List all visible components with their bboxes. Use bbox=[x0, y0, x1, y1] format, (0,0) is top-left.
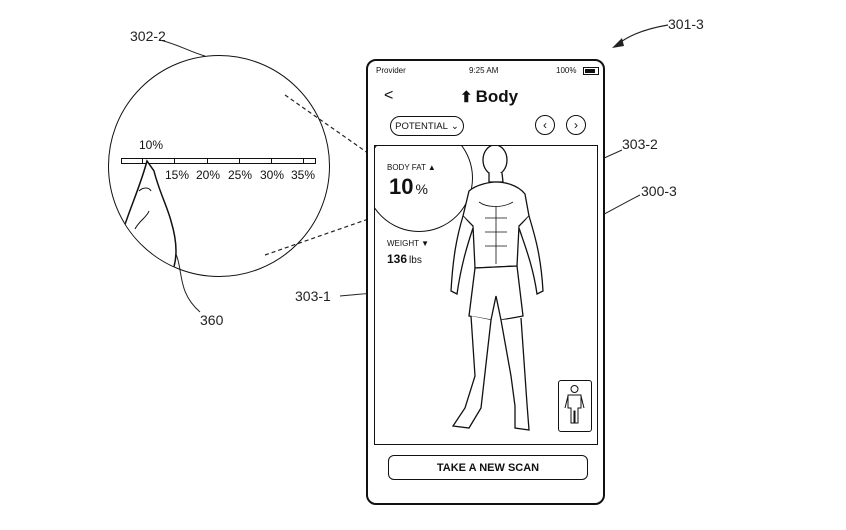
battery-percent: 100% bbox=[556, 66, 577, 75]
ref-301-3: 301-3 bbox=[668, 16, 704, 32]
ref-302-2: 302-2 bbox=[130, 28, 166, 44]
finger-icon bbox=[117, 159, 177, 276]
potential-dropdown[interactable]: POTENTIAL ⌄ bbox=[390, 116, 464, 136]
slider-tick-label: 20% bbox=[196, 168, 221, 182]
body-fat-value: 10% bbox=[389, 174, 428, 199]
body-thumbnail-icon bbox=[564, 385, 585, 424]
chevron-left-icon: ‹ bbox=[543, 118, 547, 132]
next-button[interactable]: › bbox=[566, 115, 586, 135]
potential-label: POTENTIAL bbox=[395, 120, 448, 132]
zoom-inset: 10% 15% 20% 25% 30% 35% bbox=[108, 55, 330, 277]
chevron-down-icon: ⌄ bbox=[450, 120, 459, 132]
slider-tick-label: 30% bbox=[260, 168, 285, 182]
weight-label: WEIGHT ▼ bbox=[387, 239, 429, 248]
take-new-scan-button[interactable]: TAKE A NEW SCAN bbox=[388, 455, 588, 480]
page-title: ⬆Body bbox=[460, 87, 518, 107]
ref-360: 360 bbox=[200, 312, 224, 328]
battery-icon bbox=[583, 67, 599, 75]
slider-tick-label: 35% bbox=[291, 168, 316, 182]
body-fat-slider[interactable] bbox=[121, 158, 316, 164]
ref-303-2: 303-2 bbox=[622, 136, 658, 152]
carrier-label: Provider bbox=[376, 66, 406, 75]
body-thumbnail-button[interactable] bbox=[558, 380, 592, 432]
slider-tick-label: 15% bbox=[165, 168, 190, 182]
ref-300-3: 300-3 bbox=[641, 183, 677, 199]
back-button[interactable]: < bbox=[384, 87, 394, 104]
person-icon: ⬆ bbox=[460, 89, 473, 106]
status-bar: Provider 9:25 AM 100% bbox=[368, 65, 603, 79]
title-text: Body bbox=[475, 87, 519, 106]
prev-button[interactable]: ‹ bbox=[535, 115, 555, 135]
body-fat-label: BODY FAT ▲ bbox=[387, 163, 436, 172]
ref-303-1: 303-1 bbox=[295, 288, 331, 304]
phone-frame: Provider 9:25 AM 100% < ⬆Body POTENTIAL … bbox=[366, 59, 605, 505]
slider-tick-label: 25% bbox=[228, 168, 253, 182]
chevron-right-icon: › bbox=[574, 118, 578, 132]
clock: 9:25 AM bbox=[469, 66, 499, 75]
body-model-figure[interactable] bbox=[445, 146, 565, 445]
slider-current-value: 10% bbox=[139, 138, 164, 152]
